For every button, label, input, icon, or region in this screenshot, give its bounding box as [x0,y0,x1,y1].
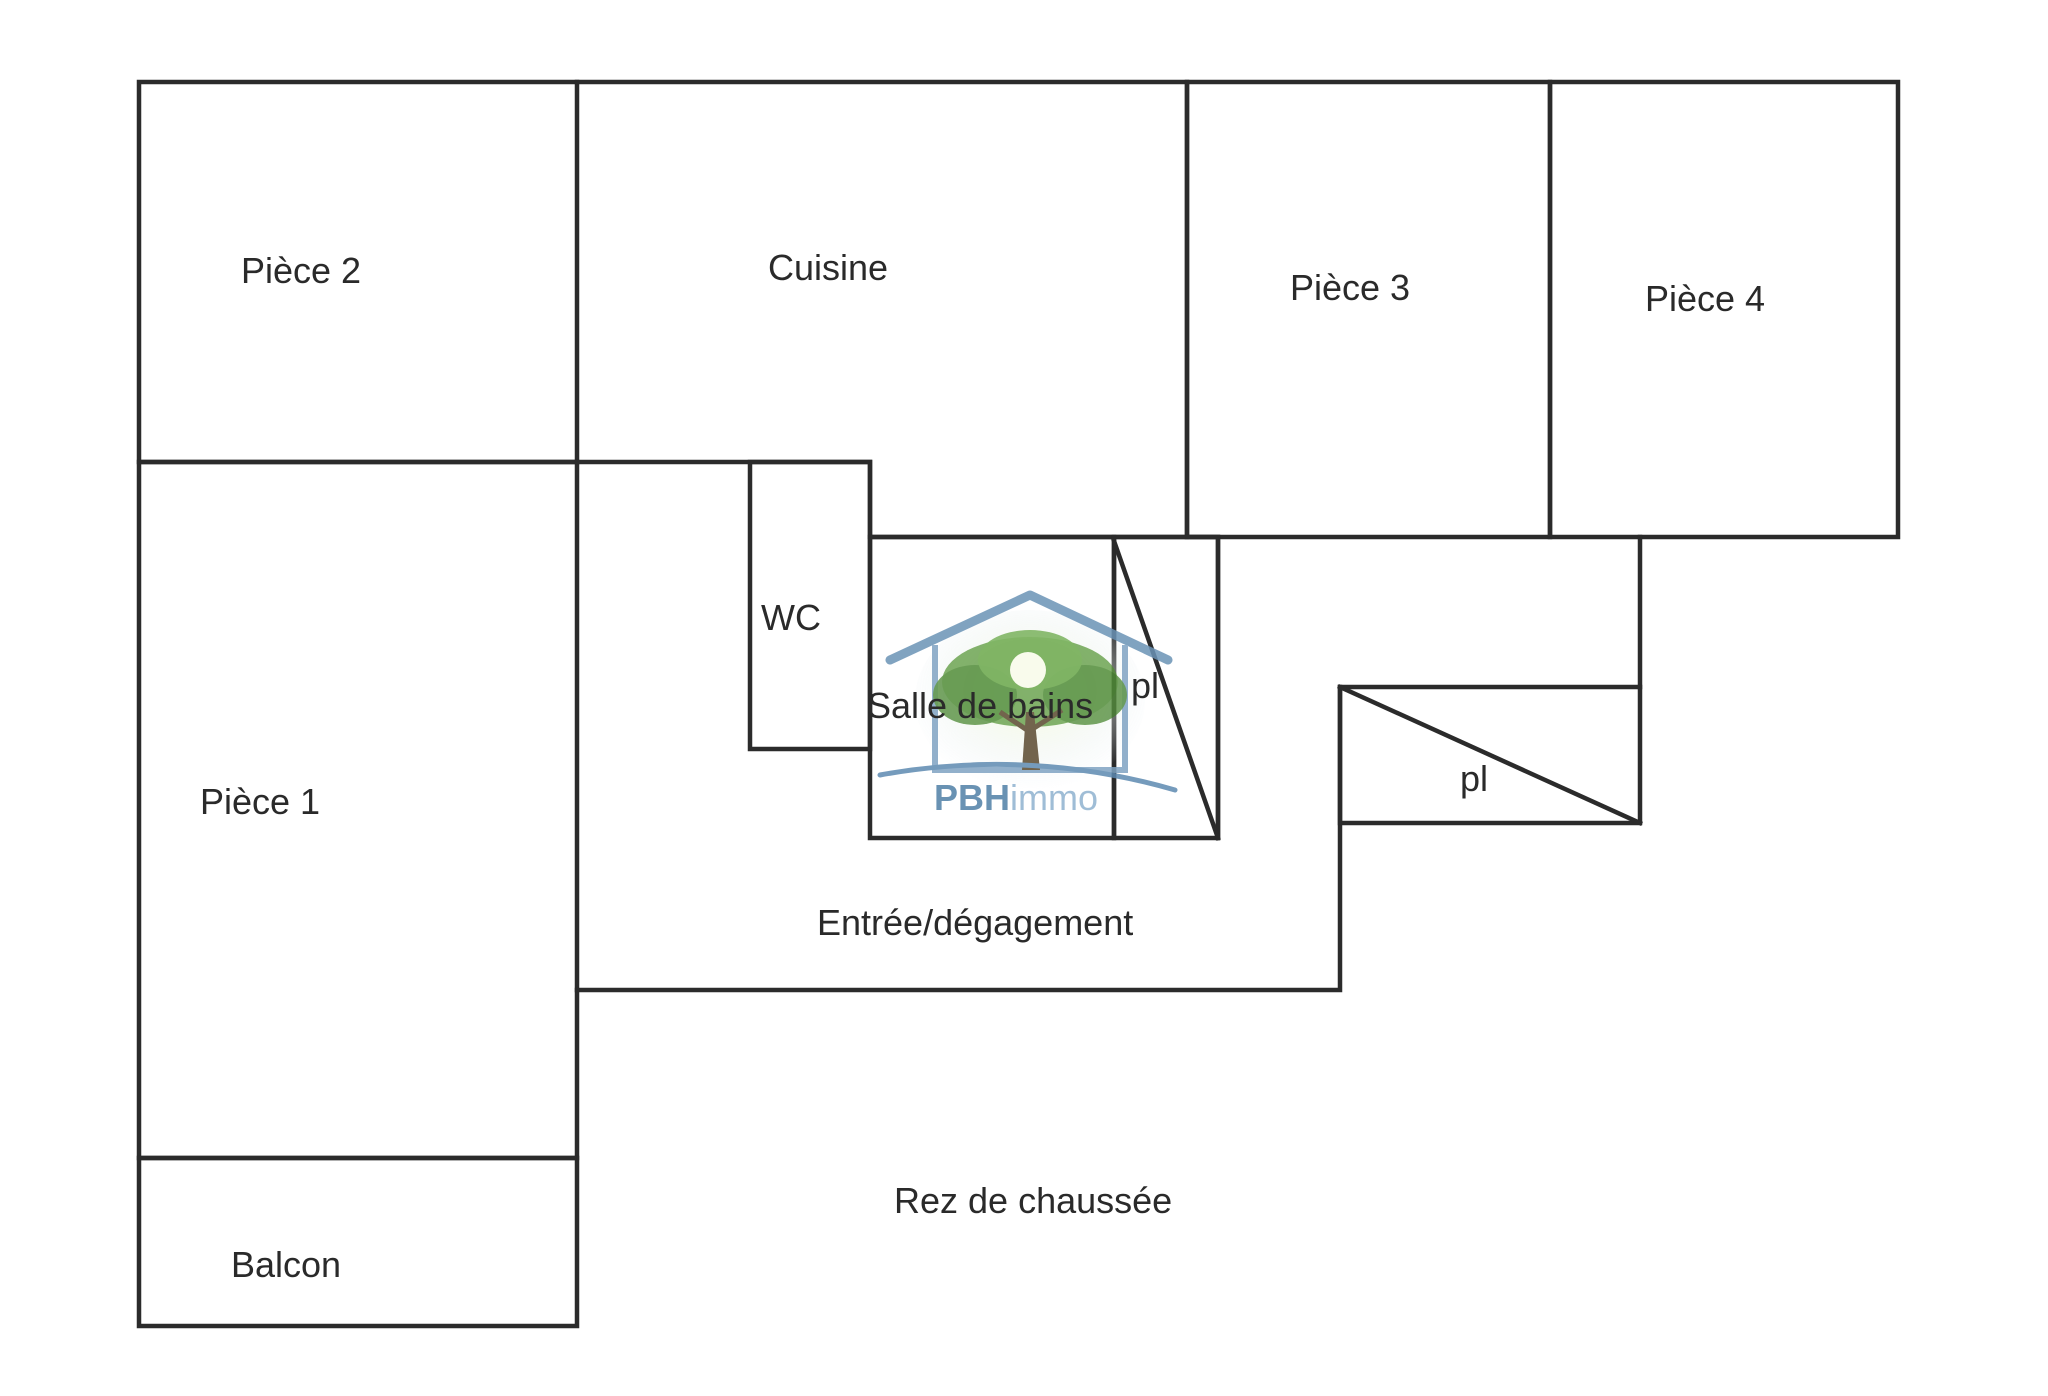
label-entree: Entrée/dégagement [817,902,1133,943]
wall-piece3 [1184,79,1553,540]
label-piece3: Pièce 3 [1290,267,1410,308]
label-placard-1: pl [1131,665,1159,706]
label-balcon: Balcon [231,1244,341,1285]
label-wc: WC [761,597,821,638]
label-piece4: Pièce 4 [1645,278,1765,319]
label-rez-de-chaussee: Rez de chaussée [894,1180,1172,1221]
label-piece2: Pièce 2 [241,250,361,291]
placard-1-diagonal [1111,538,1221,841]
placard-2-diagonal [1337,684,1643,826]
logo-brand-light: immo [1010,777,1098,818]
label-cuisine: Cuisine [768,247,888,288]
wall-cuisine [574,79,1190,540]
logo-swoosh-icon [877,761,1178,793]
wall-piece4 [1547,79,1901,540]
pbh-watermark-logo: PBH immo [877,590,1178,818]
label-placard-2: pl [1460,758,1488,799]
room-labels: Pièce 2 Cuisine Pièce 3 Pièce 4 WC Salle… [200,247,1765,1285]
label-salle-de-bains: Salle de bains [867,685,1093,726]
label-piece1: Pièce 1 [200,781,320,822]
wall-placard-2 [1337,684,1643,826]
tree-icon [933,630,1127,770]
wall-balcon [136,1155,580,1329]
house-roof-icon [885,590,1173,665]
logo-brand-bold: PBH [934,777,1010,818]
